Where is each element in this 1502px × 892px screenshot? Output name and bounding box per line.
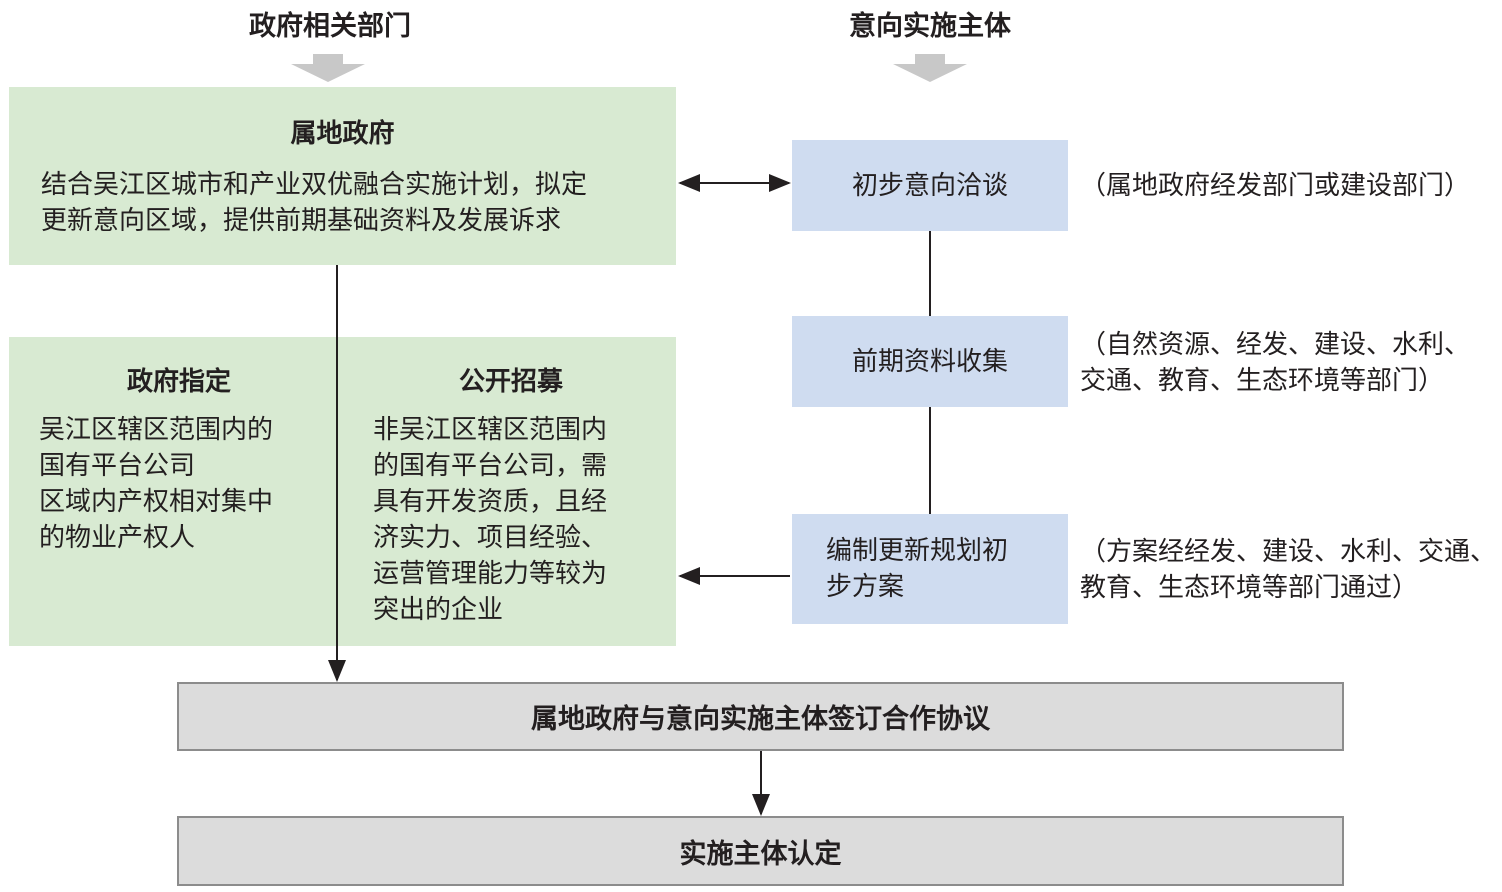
left-header-down-arrow xyxy=(291,54,365,82)
entity-confirmation-box: 实施主体认定 xyxy=(177,816,1344,886)
step-preliminary-negotiation: 初步意向洽谈 xyxy=(792,140,1068,231)
note-line: （方案经经发、建设、水利、交通、 xyxy=(1080,537,1497,567)
step-preliminary-plan: 编制更新规划初 步方案 xyxy=(792,514,1068,624)
left-column-header: 政府相关部门 xyxy=(249,11,411,42)
government-designation-description: 吴江区辖区范围内的 国有平台公司 区域内产权相对集中 的物业产权人 xyxy=(39,412,273,556)
note-line: （属地政府经发部门或建设部门） xyxy=(1080,171,1471,201)
open-recruitment-line: 的国有平台公司，需 xyxy=(373,451,608,481)
open-recruitment-description: 非吴江区辖区范围内 的国有平台公司，需 具有开发资质，且经 济实力、项目经验、 … xyxy=(373,412,607,628)
step-2-departments-note: （自然资源、经发、建设、水利、 交通、教育、生态环境等部门） xyxy=(1080,327,1470,399)
step-3-departments-note: （方案经经发、建设、水利、交通、 教育、生态环境等部门通过） xyxy=(1080,534,1496,606)
step-1-departments-note: （属地政府经发部门或建设部门） xyxy=(1080,168,1470,204)
step-data-collection-label: 前期资料收集 xyxy=(851,346,1008,377)
note-line: 交通、教育、生态环境等部门） xyxy=(1080,366,1445,396)
open-recruitment-line: 济实力、项目经验、 xyxy=(373,523,608,553)
step-preliminary-plan-label: 步方案 xyxy=(826,572,905,602)
note-line: （自然资源、经发、建设、水利、 xyxy=(1080,330,1471,360)
government-designation-line: 国有平台公司 xyxy=(39,451,196,481)
open-recruitment-line: 运营管理能力等较为 xyxy=(373,559,608,589)
government-designation-line: 的物业产权人 xyxy=(39,523,196,553)
open-recruitment-line: 具有开发资质，且经 xyxy=(373,487,608,517)
step-preliminary-negotiation-label: 初步意向洽谈 xyxy=(851,170,1008,201)
right-header-down-arrow xyxy=(893,54,967,82)
open-recruitment-line: 突出的企业 xyxy=(373,595,504,625)
entity-confirmation-label: 实施主体认定 xyxy=(679,838,842,870)
local-government-description: 结合吴江区城市和产业双优融合实施计划，拟定 更新意向区域，提供前期基础资料及发展… xyxy=(41,167,587,239)
local-government-line-2: 更新意向区域，提供前期基础资料及发展诉求 xyxy=(41,206,562,236)
cooperation-agreement-box: 属地政府与意向实施主体签订合作协议 xyxy=(177,682,1344,751)
local-government-title: 属地政府 xyxy=(290,119,395,149)
local-government-box: 属地政府 结合吴江区城市和产业双优融合实施计划，拟定 更新意向区域，提供前期基础… xyxy=(9,87,676,265)
step-data-collection: 前期资料收集 xyxy=(792,316,1068,407)
open-recruitment-title: 公开招募 xyxy=(458,367,563,397)
implementation-entity-selection-box: 政府指定 吴江区辖区范围内的 国有平台公司 区域内产权相对集中 的物业产权人 公… xyxy=(9,337,676,646)
open-recruitment-line: 非吴江区辖区范围内 xyxy=(373,415,608,445)
local-government-line-1: 结合吴江区城市和产业双优融合实施计划，拟定 xyxy=(41,170,588,200)
government-designation-line: 吴江区辖区范围内的 xyxy=(39,415,274,445)
right-column-header: 意向实施主体 xyxy=(849,11,1011,42)
cooperation-agreement-label: 属地政府与意向实施主体签订合作协议 xyxy=(531,704,990,735)
note-line: 教育、生态环境等部门通过） xyxy=(1080,573,1419,603)
step-preliminary-plan-label: 编制更新规划初 xyxy=(826,536,1009,566)
government-designation-title: 政府指定 xyxy=(126,367,231,397)
government-designation-line: 区域内产权相对集中 xyxy=(39,487,274,517)
